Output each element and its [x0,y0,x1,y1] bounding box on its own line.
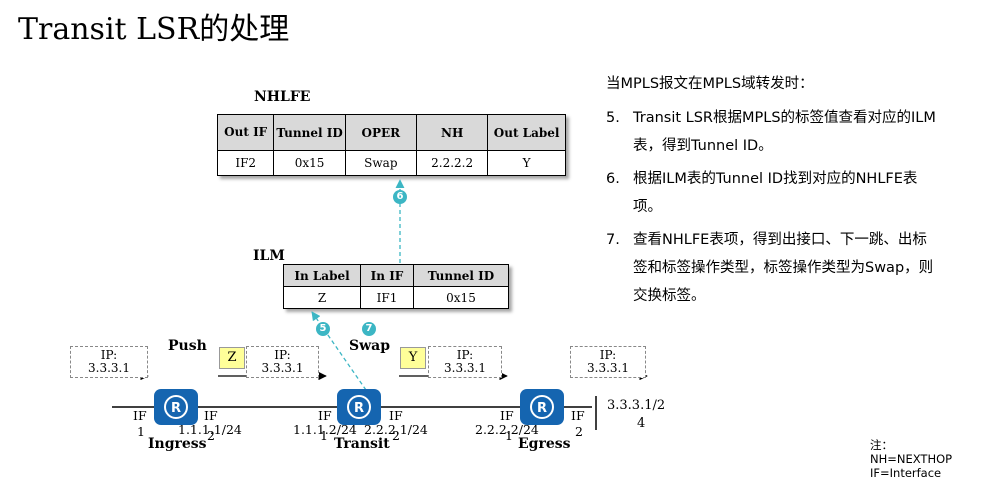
ip-packet: IP: 3.3.3.1 [70,346,148,378]
interface-label: IF [133,408,147,423]
ilm-cell: 0x15 [413,286,509,309]
nhlfe-header: Out IF [216,114,275,151]
nhlfe-header: OPER [344,114,417,151]
interface-number: 1 [505,428,513,443]
ilm-header: Tunnel ID [413,264,509,287]
interface-number: 2 [575,424,583,439]
footnote-title: 注： [870,438,893,452]
ip-label: IP: [599,348,617,362]
interface-label: IF [500,408,514,423]
step-number: 6. [606,171,620,187]
footnote: 注： NH=NEXTHOP IF=Interface [870,438,952,480]
interface-label: IF [571,408,585,423]
nhlfe-header: Out Label [487,114,566,151]
step-marker-6: 6 [393,190,407,204]
step-item: 5. Transit LSR根据MPLS的标签值查看对应的ILM表，得到Tunn… [606,104,936,160]
ilm-cell: Z [283,286,361,309]
ip-value: 3.3.3.1 [587,361,629,375]
interface-number: 1 [320,428,328,443]
interface-label: IF [389,408,403,423]
swap-label: Swap [349,338,391,354]
step-marker-7: 7 [362,322,376,336]
node-name-transit: Transit [334,436,390,452]
interface-address: 2.2.2.2/24 [475,422,539,437]
interface-address: 1.1.1.2/24 [293,422,357,437]
footnote-line: IF=Interface [870,466,942,480]
step-marker-5: 5 [316,322,330,336]
ilm-cell: IF1 [360,286,414,309]
interface-number: 2 [392,428,400,443]
interface-number: 1 [137,424,145,439]
ip-label: IP: [100,348,118,362]
ilm-table: In Label In IF Tunnel ID Z IF1 0x15 [283,264,509,309]
interface-address: 2.2.2.1/24 [364,422,428,437]
svg-text:R: R [354,401,364,416]
interface-number: 2 [207,428,215,443]
destination-address-suffix: 4 [637,416,646,431]
nhlfe-label: NHLFE [254,89,311,105]
ilm-label: ILM [253,248,285,264]
ip-label: IP: [274,348,291,362]
step-item: 6. 根据ILM表的Tunnel ID找到对应的NHLFE表项。 [606,165,936,221]
nhlfe-header: NH [415,114,489,151]
svg-text:R: R [537,401,547,416]
steps-list: 5. Transit LSR根据MPLS的标签值查看对应的ILM表，得到Tunn… [606,104,936,315]
step-text: Transit LSR根据MPLS的标签值查看对应的ILM表，得到Tunnel … [633,110,936,154]
mpls-label-y: Y [400,347,426,369]
nhlfe-cell: Y [487,150,566,176]
steps-intro: 当MPLS报文在MPLS域转发时： [606,76,814,92]
push-label: Push [168,338,207,354]
ilm-header: In Label [283,264,361,287]
page-title: Transit LSR的处理 [18,12,290,47]
mpls-label-z: Z [219,347,245,369]
destination-address: 3.3.3.1/2 [607,398,666,413]
interface-address: 1.1.1.1/24 [178,422,242,437]
node-name-ingress: Ingress [148,436,207,452]
step-number: 7. [606,232,620,248]
router-icon: R [154,389,198,425]
step-text: 查看NHLFE表项，得到出接口、下一跳、出标签和标签操作类型，标签操作类型为Sw… [633,232,934,304]
step-text: 根据ILM表的Tunnel ID找到对应的NHLFE表项。 [633,171,918,215]
ip-packet: IP: 3.3.3.1 [570,346,646,378]
footnote-line: NH=NEXTHOP [870,452,953,466]
nhlfe-cell: IF2 [216,150,275,176]
node-name-egress: Egress [518,436,571,452]
step-number: 5. [606,110,620,126]
ip-label: IP: [456,348,474,362]
nhlfe-cell: 0x15 [273,150,346,176]
nhlfe-table: Out IF Tunnel ID OPER NH Out Label IF2 0… [216,114,566,176]
step-item: 7. 查看NHLFE表项，得到出接口、下一跳、出标签和标签操作类型，标签操作类型… [606,226,936,310]
ip-value: 3.3.3.1 [444,361,486,375]
ip-value: 3.3.3.1 [88,361,130,375]
nhlfe-cell: Swap [344,150,417,176]
ip-packet: IP: 3.3.3.1 [428,346,502,378]
router-icon: R [337,389,381,425]
interface-label: IF [318,408,332,423]
nhlfe-header: Tunnel ID [273,114,346,151]
nhlfe-cell: 2.2.2.2 [415,150,489,176]
interface-label: IF [204,408,218,423]
ip-value: 3.3.3.1 [261,361,304,375]
router-icon: R [520,389,564,425]
ip-packet: IP: 3.3.3.1 [246,346,319,378]
svg-text:R: R [171,401,181,416]
